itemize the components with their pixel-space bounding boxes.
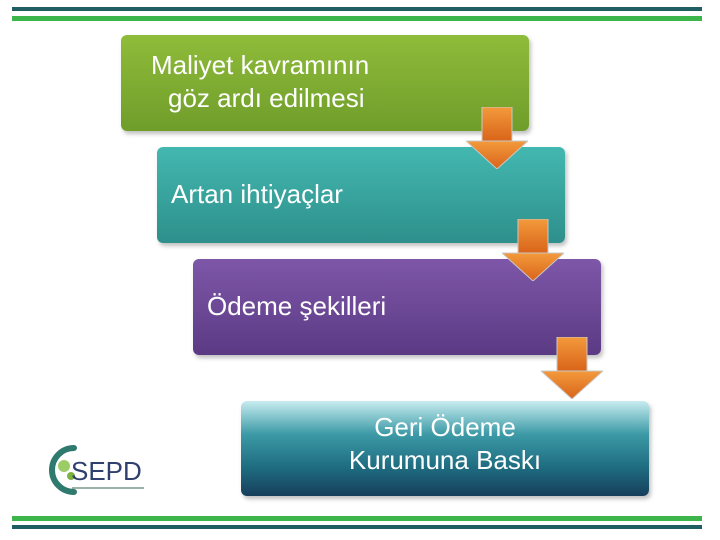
flow-step-1: Maliyet kavramının göz ardı edilmesi [121,35,529,131]
down-arrow-icon-2 [502,219,564,281]
step-4-line-2: Kurumuna Baskı [348,445,542,475]
bottom-rule-green [12,516,702,521]
step-1-line-2: göz ardı edilmesi [168,83,365,113]
bottom-rule-dark [12,525,702,529]
step-2-line-1: Artan ihtiyaçlar [171,179,343,209]
top-rule-green [12,16,702,21]
sepd-logo: SEPD [49,445,144,495]
step-4-line-1: Geri Ödeme [374,412,516,442]
flow-step-4: Geri Ödeme Kurumuna Baskı [241,401,649,496]
down-arrow-icon-3 [541,337,603,399]
step-1-line-1: Maliyet kavramının [151,50,370,80]
logo-text: SEPD [71,456,142,486]
flow-step-3: Ödeme şekilleri [193,259,601,355]
top-rule-dark [12,7,702,11]
step-3-line-1: Ödeme şekilleri [207,291,387,321]
down-arrow-icon-1 [466,107,528,169]
